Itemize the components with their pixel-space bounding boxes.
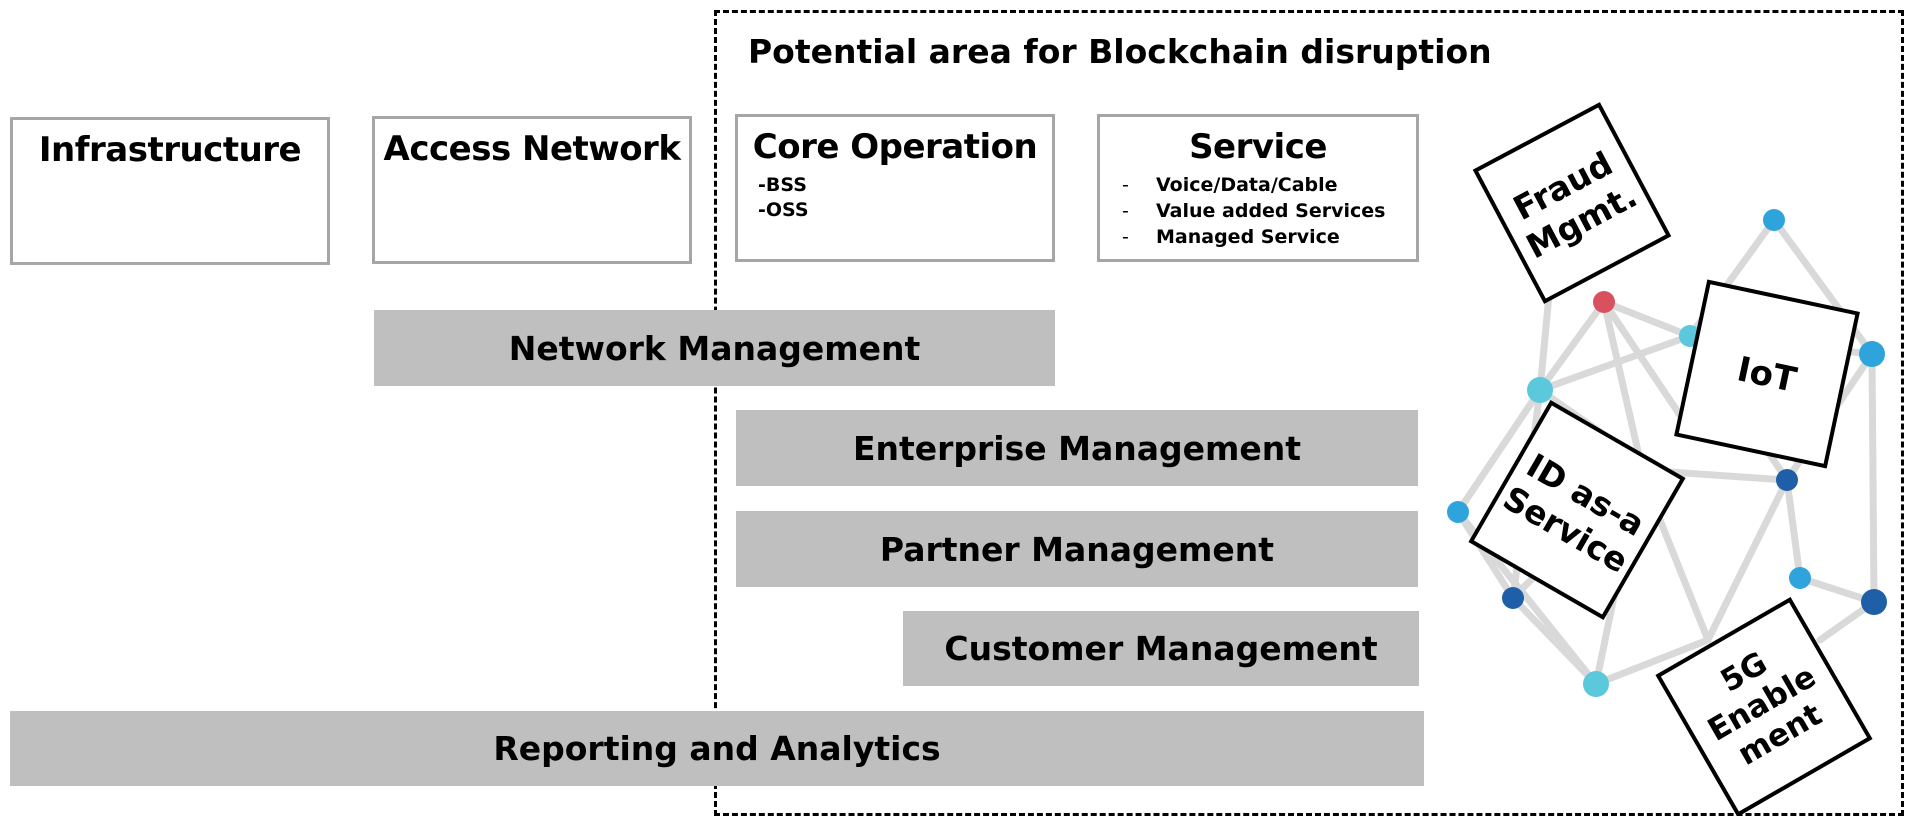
core-operation-title: Core Operation bbox=[752, 127, 1038, 167]
network-link bbox=[1600, 298, 1694, 340]
network-link bbox=[1783, 476, 1804, 582]
partner-management-bar: Partner Management bbox=[736, 511, 1418, 587]
network-link bbox=[1454, 386, 1544, 516]
5g-enablement-tile: 5G Enable ment bbox=[1655, 596, 1873, 816]
network-link bbox=[1868, 350, 1878, 606]
network-node-dark bbox=[1776, 469, 1798, 491]
network-link bbox=[1704, 476, 1791, 644]
service-item: - Managed Service bbox=[1122, 224, 1385, 250]
partner-management-label: Partner Management bbox=[879, 529, 1275, 569]
area-title: Potential area for Blockchain disruption bbox=[748, 32, 1492, 71]
network-management-bar: Network Management bbox=[374, 310, 1055, 386]
customer-management-bar: Customer Management bbox=[903, 611, 1419, 686]
reporting-analytics-bar: Reporting and Analytics bbox=[10, 711, 1424, 786]
service-box: Service - Voice/Data/Cable - Value added… bbox=[1097, 114, 1419, 262]
service-title: Service bbox=[1189, 127, 1327, 167]
iot-tile: IoT bbox=[1674, 279, 1860, 469]
blockchain-disruption-region bbox=[714, 10, 1904, 816]
network-link bbox=[1536, 332, 1694, 394]
infrastructure-label: Infrastructure bbox=[38, 130, 302, 170]
enterprise-management-bar: Enterprise Management bbox=[736, 410, 1418, 486]
network-node-dark bbox=[1502, 587, 1524, 609]
network-link bbox=[1592, 636, 1712, 688]
service-list: - Voice/Data/Cable - Value added Service… bbox=[1122, 172, 1385, 250]
core-operation-item-bss: -BSS bbox=[758, 174, 807, 196]
network-node-red bbox=[1593, 291, 1615, 313]
enterprise-management-label: Enterprise Management bbox=[852, 428, 1302, 468]
core-operation-box: Core Operation -BSS -OSS bbox=[735, 114, 1055, 262]
core-operation-list: -BSS -OSS bbox=[758, 173, 809, 223]
access-network-box: Access Network bbox=[372, 116, 692, 264]
id-as-a-service-tile: ID as-a Service bbox=[1468, 399, 1686, 621]
reporting-analytics-label: Reporting and Analytics bbox=[493, 729, 941, 768]
network-link bbox=[1536, 298, 1608, 394]
access-network-label: Access Network bbox=[383, 129, 681, 169]
service-bullet: - bbox=[1122, 174, 1129, 196]
service-item: - Voice/Data/Cable bbox=[1122, 172, 1385, 198]
network-link bbox=[1600, 298, 1644, 464]
network-management-label: Network Management bbox=[508, 328, 921, 368]
service-item: - Value added Services bbox=[1122, 198, 1385, 224]
core-operation-item-oss: -OSS bbox=[758, 199, 809, 221]
network-node-mid bbox=[1447, 501, 1469, 523]
service-bullet: - bbox=[1122, 200, 1129, 222]
network-node-dark bbox=[1861, 589, 1887, 615]
infrastructure-box: Infrastructure bbox=[10, 117, 330, 265]
network-node-mid bbox=[1789, 567, 1811, 589]
service-item-label: Voice/Data/Cable bbox=[1156, 174, 1338, 196]
network-node-mid bbox=[1859, 341, 1885, 367]
service-item-label: Managed Service bbox=[1156, 226, 1340, 248]
service-bullet: - bbox=[1122, 226, 1129, 248]
customer-management-label: Customer Management bbox=[944, 629, 1378, 668]
network-node-mid bbox=[1763, 209, 1785, 231]
network-node-light bbox=[1527, 377, 1553, 403]
network-link bbox=[1509, 594, 1600, 688]
network-node-light bbox=[1583, 671, 1609, 697]
fraud-mgmt-tile: Fraud Mgmt. bbox=[1472, 102, 1672, 304]
service-item-label: Value added Services bbox=[1156, 200, 1386, 222]
network-nodes bbox=[1447, 209, 1887, 697]
network-link bbox=[1600, 298, 1694, 434]
